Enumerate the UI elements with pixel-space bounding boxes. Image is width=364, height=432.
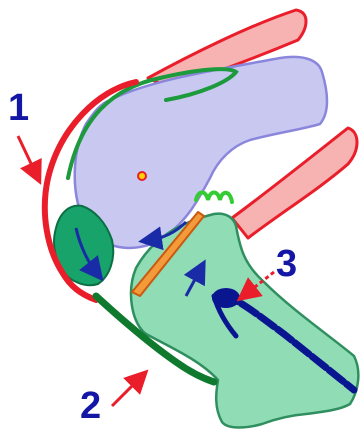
lower-muscle <box>232 128 357 238</box>
tibia <box>131 214 358 428</box>
femur-rotation-center <box>138 172 146 180</box>
articular-cartilage <box>196 193 232 203</box>
tibia-dark-spot <box>212 288 240 308</box>
arrow-1-pointer <box>18 136 36 174</box>
label-2: 2 <box>80 385 101 427</box>
label-3: 3 <box>276 243 297 285</box>
arrow-2-pointer <box>112 378 140 406</box>
label-1: 1 <box>8 87 29 129</box>
